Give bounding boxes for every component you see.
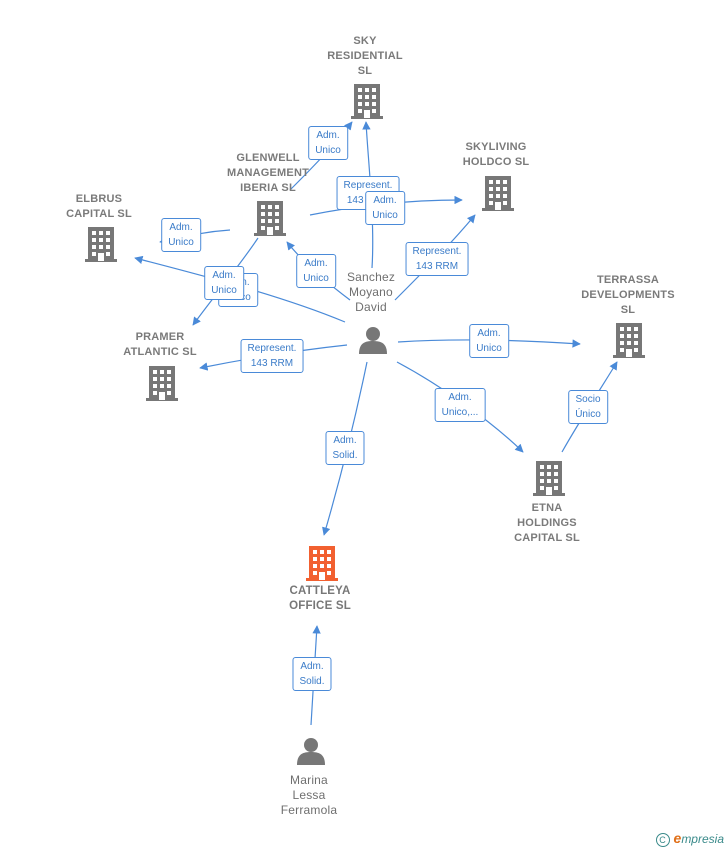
node-label-line: CAPITAL SL xyxy=(514,532,580,544)
node-label-line: SL xyxy=(357,65,373,77)
edge-label-glenwell-skyliving[interactable]: Adm. Unico xyxy=(365,191,405,225)
node-label-line: CATTLEYA xyxy=(289,585,351,597)
node-label-line: David xyxy=(355,300,387,314)
node-label-line: OFFICE SL xyxy=(289,600,351,612)
edge-label-line: Adm. xyxy=(212,270,236,281)
node-label-line: Sanchez xyxy=(346,270,396,284)
edge-label-line: Adm. xyxy=(448,392,472,403)
edge-label-sanchez-skyliving[interactable]: Represent. 143 RRM xyxy=(405,242,469,276)
node-label-line: SKY xyxy=(353,35,377,47)
building-icon[interactable] xyxy=(146,366,178,401)
node-label-line: HOLDINGS xyxy=(517,517,577,529)
edge-label-line: 143 RRM xyxy=(250,358,294,369)
edge-label-line: Unico xyxy=(476,343,502,354)
edge-label-line: Adm. xyxy=(300,661,324,672)
edge-label-line: Unico,... xyxy=(441,407,479,418)
edge-label-line: Solid. xyxy=(332,450,358,461)
node-label-line: IBERIA SL xyxy=(240,182,296,194)
person-icon[interactable] xyxy=(297,738,325,765)
edge-label-line: Unico xyxy=(372,210,398,221)
building-icon[interactable] xyxy=(482,176,514,211)
building-icon[interactable] xyxy=(306,546,338,581)
brand-initial: e xyxy=(673,830,682,847)
node-label-line: Ferramola xyxy=(280,803,338,817)
node-label-line: MANAGEMENT xyxy=(226,167,310,179)
edge-label-sanchez-cattleya[interactable]: Adm. Solid. xyxy=(325,431,365,465)
edge-label-line: Adm. xyxy=(373,195,397,206)
edge-label-sanchez-elbrus[interactable]: Adm. Unico xyxy=(204,266,244,300)
node-label-line: HOLDCO SL xyxy=(462,156,530,168)
edge-label-sanchez-terrassa[interactable]: Adm. Unico xyxy=(469,324,509,358)
edge-label-sanchez-pramer[interactable]: Represent. 143 RRM xyxy=(240,339,304,373)
node-label-line: ETNA xyxy=(531,502,563,514)
node-label-line: CAPITAL SL xyxy=(66,208,132,220)
edge-label-line: Socio xyxy=(575,394,601,405)
node-label-line: GLENWELL xyxy=(236,152,300,164)
node-label-sky[interactable]: SKY RESIDENTIAL SL xyxy=(327,34,403,79)
node-label-line: RESIDENTIAL xyxy=(327,50,403,62)
edge-label-line: Adm. xyxy=(477,328,501,339)
building-icon[interactable] xyxy=(351,84,383,119)
brand-name: mpresia xyxy=(681,832,724,847)
edge-label-sanchez-glenwell[interactable]: Adm. Unico xyxy=(296,254,336,288)
edge-label-line: Adm. xyxy=(316,130,340,141)
node-label-line: DEVELOPMENTS xyxy=(581,289,675,301)
edge-label-line: Represent. xyxy=(412,246,462,257)
node-label-glenwell[interactable]: GLENWELL MANAGEMENT IBERIA SL xyxy=(227,151,309,196)
edge-label-line: 143 RRM xyxy=(415,261,459,272)
node-label-cattleya[interactable]: CATTLEYA OFFICE SL xyxy=(289,584,351,614)
edge-label-line: Adm. xyxy=(169,222,193,233)
building-icon[interactable] xyxy=(613,323,645,358)
node-label-terrassa[interactable]: TERRASSA DEVELOPMENTS SL xyxy=(581,273,674,318)
edge-label-line: Solid. xyxy=(299,676,325,687)
building-icon[interactable] xyxy=(85,227,117,262)
node-label-skyliving[interactable]: SKYLIVING HOLDCO SL xyxy=(463,140,530,170)
edge-label-line: Unico xyxy=(211,285,237,296)
edge-label-glenwell-elbrus[interactable]: Adm. Unico xyxy=(161,218,201,252)
node-label-line: Marina xyxy=(290,773,328,787)
node-label-pramer[interactable]: PRAMER ATLANTIC SL xyxy=(123,330,197,360)
edge-label-line: Unico xyxy=(315,145,341,156)
node-label-line: PRAMER xyxy=(135,331,185,343)
edge-label-line: Único xyxy=(575,409,601,420)
node-label-line: ATLANTIC SL xyxy=(123,346,197,358)
edge-label-line: Unico xyxy=(168,237,194,248)
node-label-line: Lessa xyxy=(292,788,326,802)
node-label-elbrus[interactable]: ELBRUS CAPITAL SL xyxy=(66,192,132,222)
edge-label-line: Adm. xyxy=(333,435,357,446)
node-label-line: SKYLIVING xyxy=(465,141,527,153)
node-label-line: TERRASSA xyxy=(596,274,660,286)
node-label-line: ELBRUS xyxy=(75,193,123,205)
person-icon[interactable] xyxy=(359,327,387,354)
building-icon[interactable] xyxy=(254,201,286,236)
edge-label-sanchez-etna[interactable]: Adm. Unico,... xyxy=(434,388,486,422)
node-label-line: Moyano xyxy=(349,285,393,299)
edge-label-marina-cattleya[interactable]: Adm. Solid. xyxy=(292,657,332,691)
edge-label-line: Adm. xyxy=(304,258,328,269)
edge-label-line: Unico xyxy=(303,273,329,284)
edge-label-line: Represent. xyxy=(343,180,393,191)
node-label-line: SL xyxy=(620,304,636,316)
edge-label-line: Represent. xyxy=(247,343,297,354)
node-label-etna[interactable]: ETNA HOLDINGS CAPITAL SL xyxy=(514,501,580,546)
building-icon[interactable] xyxy=(533,461,565,496)
edge-label-glenwell-sky[interactable]: Adm. Unico xyxy=(308,126,348,160)
copyright-icon: C xyxy=(655,833,670,847)
